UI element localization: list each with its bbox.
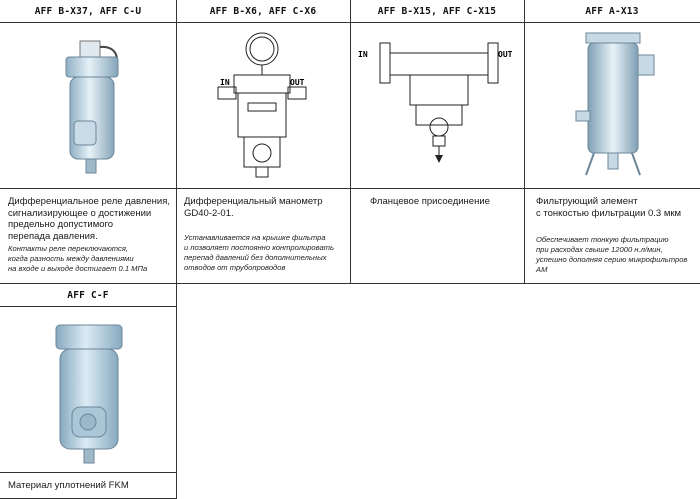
desc-line: Дифференциальное реле давления, xyxy=(8,196,170,207)
column-divider xyxy=(524,0,525,284)
product-description: Дифференциальный манометр GD40-2-01. Уст… xyxy=(184,196,344,273)
description-main: Материал уплотнений FKM xyxy=(8,480,170,492)
note-line: когда разность между давлениями xyxy=(8,254,134,263)
note-line: Контакты реле переключаются, xyxy=(8,244,128,253)
description-note: Обеспечивает тонкую фильтрацию при расхо… xyxy=(536,235,694,275)
product-cell-b-x15: AFF B-X15, AFF C-X15 IN OUT Фланцевое пр… xyxy=(350,0,524,284)
row-divider xyxy=(0,283,700,284)
description-main: Фланцевое присоединение xyxy=(370,196,518,208)
filter-with-pressure-switch-illustration xyxy=(65,40,119,174)
in-label: IN xyxy=(358,50,368,59)
note-line: Устанавливается на крышке фильтра xyxy=(184,233,326,242)
desc-line: Фильтрующий элемент xyxy=(536,196,638,207)
filter-photo-a-x13 xyxy=(524,22,700,189)
flanged-filter-drawing: IN OUT xyxy=(358,42,513,163)
column-divider xyxy=(350,0,351,284)
note-line: Обеспечивает тонкую фильтрацию xyxy=(536,235,669,244)
out-label: OUT xyxy=(290,78,305,87)
in-label: IN xyxy=(220,78,230,87)
product-cell-c-f: AFF C-F Материал уплотнений FKM xyxy=(0,284,176,499)
product-title: AFF C-F xyxy=(67,289,109,301)
filter-illustration-c-f xyxy=(55,324,123,464)
large-filter-housing-illustration xyxy=(575,32,655,176)
cell-border-right xyxy=(176,284,177,499)
product-title: AFF B-X37, AFF C-U xyxy=(34,5,142,17)
note-line: на входе и выходе достигает 0.1 МПа xyxy=(8,264,148,273)
column-divider xyxy=(176,0,177,284)
note-line: при расходах свыше 12000 н.л/мин, xyxy=(536,245,663,254)
product-cell-a-x13: AFF A-X13 Фильтрующий элемент с тонкость… xyxy=(524,0,700,284)
desc-line: перепада давления. xyxy=(8,230,98,242)
filter-drawing-b-x15: IN OUT xyxy=(350,22,524,189)
note-line: перепад давлений без дополнительных xyxy=(184,253,327,262)
description-main: Дифференциальный манометр GD40-2-01. xyxy=(184,196,344,219)
desc-line: сигнализирующее о достижении xyxy=(8,207,152,219)
out-label: OUT xyxy=(498,50,513,59)
desc-line: GD40-2-01. xyxy=(184,207,234,219)
description-main: Фильтрующий элемент с тонкостью фильтрац… xyxy=(536,196,694,219)
desc-line: предельно допустимого xyxy=(8,219,114,230)
desc-line: Дифференциальный манометр xyxy=(184,196,323,207)
product-title: AFF B-X15, AFF C-X15 xyxy=(377,5,497,17)
filter-photo-c-f xyxy=(0,306,176,473)
product-description: Дифференциальное реле давления, сигнализ… xyxy=(8,196,170,274)
product-description: Фильтрующий элемент с тонкостью фильтрац… xyxy=(536,196,694,275)
note-line: и позволяет постоянно контролировать xyxy=(184,243,334,252)
desc-line: Материал уплотнений FKM xyxy=(8,480,129,491)
product-description: Фланцевое присоединение xyxy=(370,196,518,208)
desc-line: с тонкостью фильтрации 0.3 мкм xyxy=(536,207,682,219)
product-title: AFF B-X6, AFF C-X6 xyxy=(209,5,317,17)
note-line: успешно дополняя серию микрофильтров AM xyxy=(536,255,688,274)
note-line: отводов от трубопроводов xyxy=(184,263,286,272)
product-description: Материал уплотнений FKM xyxy=(8,480,170,492)
description-note: Контакты реле переключаются, когда разно… xyxy=(8,244,170,274)
description-note: Устанавливается на крышке фильтра и позв… xyxy=(184,233,344,273)
filter-with-gauge-drawing: IN OUT xyxy=(217,32,307,178)
description-main: Дифференциальное реле давления, сигнализ… xyxy=(8,196,170,242)
product-cell-b-x37: AFF B-X37, AFF C-U Дифференциальное реле… xyxy=(0,0,176,284)
product-title: AFF A-X13 xyxy=(585,5,639,17)
product-cell-b-x6: AFF B-X6, AFF C-X6 IN OUT Дифференциальн… xyxy=(176,0,350,284)
desc-line: Фланцевое присоединение xyxy=(370,196,490,207)
filter-drawing-b-x6: IN OUT xyxy=(176,22,350,189)
filter-photo-b-x37 xyxy=(0,22,176,189)
